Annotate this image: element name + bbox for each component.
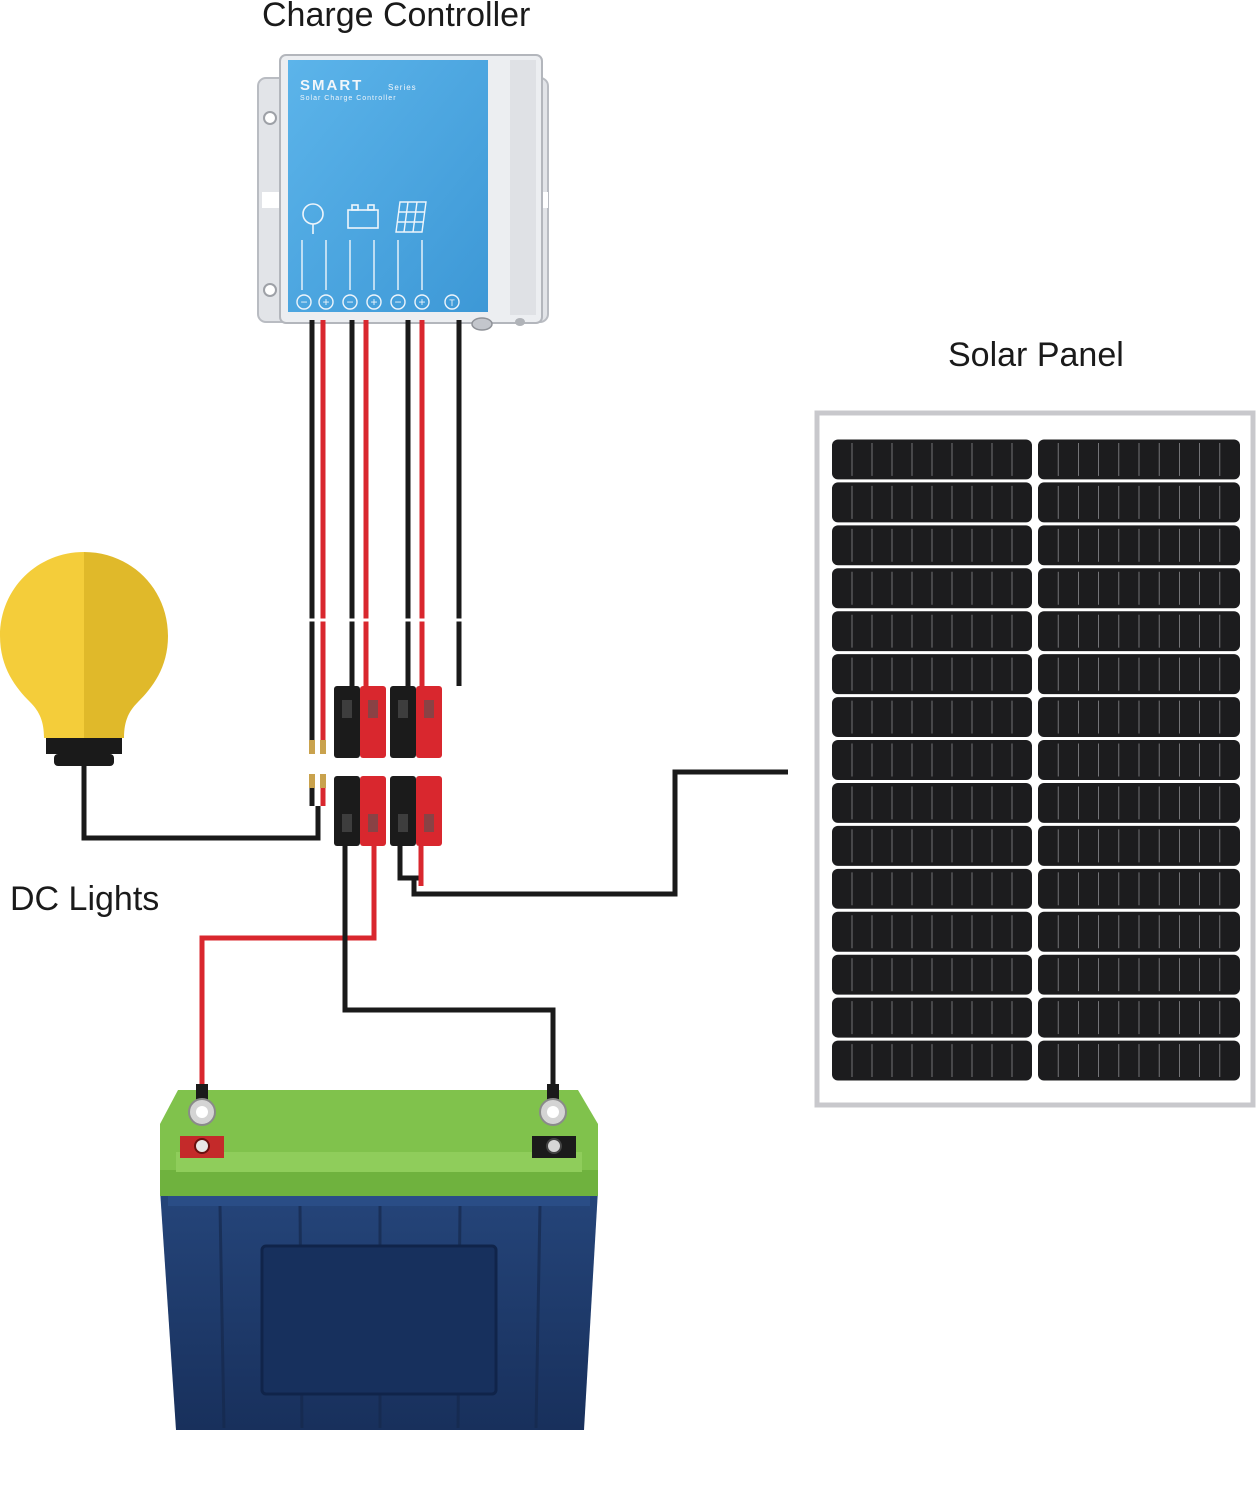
solar-icon — [395, 201, 427, 233]
terminal-label: T — [449, 298, 455, 308]
terminal-label: − — [346, 295, 353, 309]
anderson-connectors-lower — [334, 776, 442, 846]
controller-brand: SMART — [300, 77, 363, 94]
bulb-icon — [302, 203, 324, 234]
dc-light-bulb — [0, 552, 168, 766]
charge-controller-label: Charge Controller — [262, 0, 531, 34]
ring-lug — [188, 1084, 216, 1126]
terminal-label: + — [418, 295, 425, 309]
mount-hole — [263, 111, 277, 125]
controller-leads — [306, 320, 465, 740]
wiring — [81, 760, 788, 1088]
terminal-label: − — [394, 295, 401, 309]
ring-lug — [539, 1084, 567, 1126]
dc-lights-label: DC Lights — [10, 880, 160, 918]
status-led — [515, 318, 525, 326]
solar-panel-label: Solar Panel — [948, 336, 1124, 374]
terminal-label: − — [300, 295, 307, 309]
wire-ends — [309, 740, 326, 806]
status-led — [471, 317, 493, 331]
solar-panel — [814, 410, 1256, 1108]
terminal-label: + — [322, 295, 329, 309]
battery-icon — [347, 204, 379, 229]
controller-series: Series — [388, 83, 417, 92]
controller-subtitle: Solar Charge Controller — [300, 95, 397, 102]
anderson-connectors-upper — [334, 686, 442, 758]
terminal-row: − + − + − + T — [296, 294, 460, 310]
battery — [160, 1084, 598, 1430]
terminal-label: + — [370, 295, 377, 309]
mount-hole — [263, 283, 277, 297]
charge-controller: SMART Series Solar Charge Controller — [257, 54, 549, 331]
